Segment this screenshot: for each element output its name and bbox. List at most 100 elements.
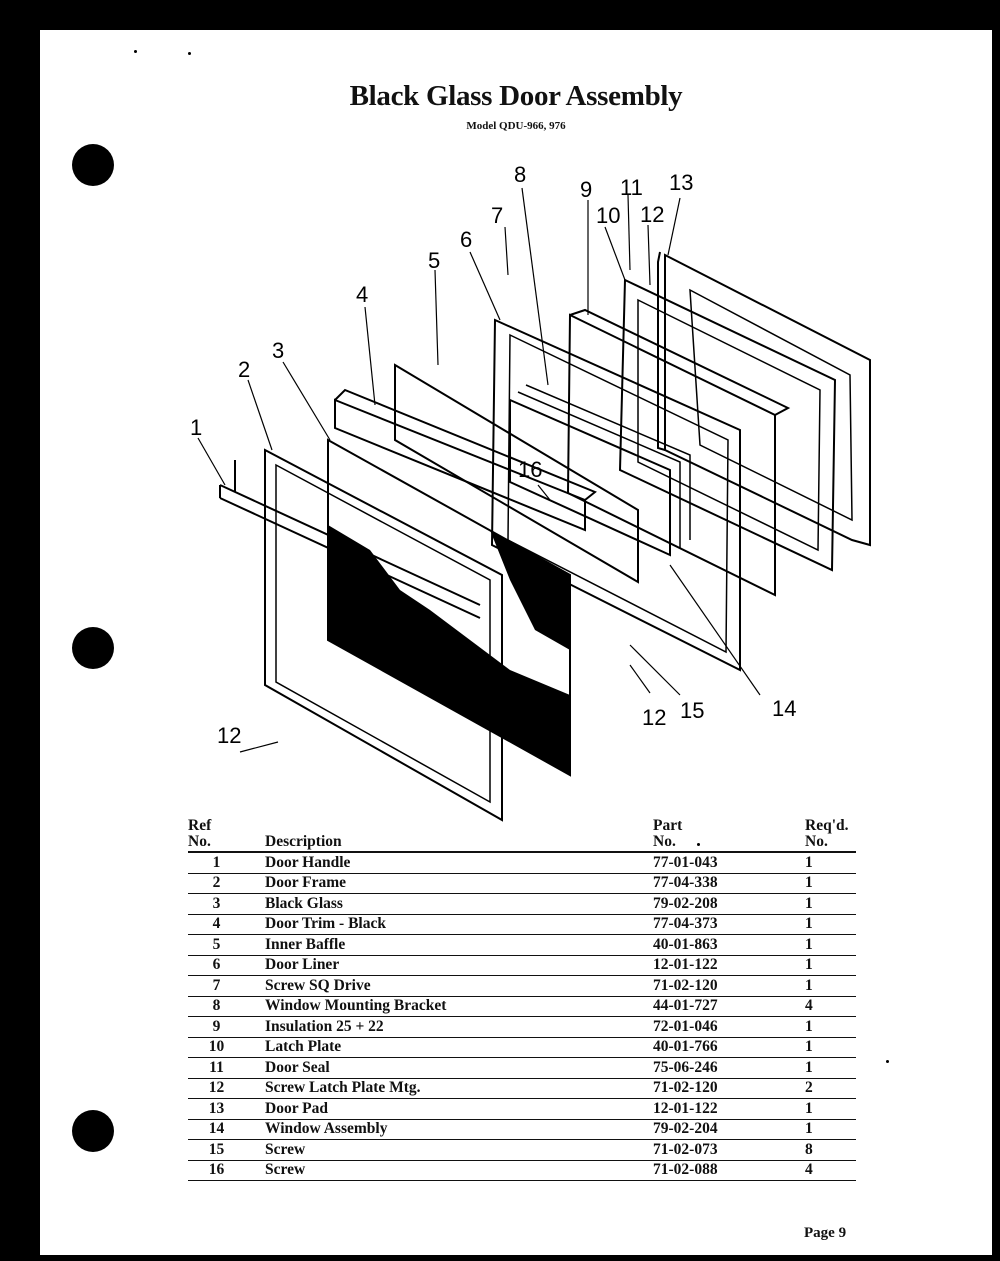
door-liner-part xyxy=(490,318,741,672)
reqd-no-cell: 1 xyxy=(805,975,856,997)
reqd-no-cell: 1 xyxy=(805,1037,856,1058)
part-no-cell: 77-04-373 xyxy=(653,914,805,935)
inner-baffle-part xyxy=(394,363,639,584)
ref-no-cell: 10 xyxy=(188,1037,265,1058)
callout-label: 14 xyxy=(772,696,796,721)
reqd-no-cell: 1 xyxy=(805,1098,856,1120)
ref-no-cell: 13 xyxy=(188,1098,265,1120)
ref-no-cell: 14 xyxy=(188,1119,265,1140)
description-cell: Window Mounting Bracket xyxy=(265,996,653,1017)
callout-label: 3 xyxy=(272,338,284,363)
reqd-no-cell: 1 xyxy=(805,934,856,956)
callout-label: 12 xyxy=(642,705,666,730)
insulation-part xyxy=(566,308,791,597)
description-cell: Screw xyxy=(265,1160,653,1181)
ref-no-cell: 5 xyxy=(188,934,265,956)
callout-label: 13 xyxy=(669,170,693,195)
exploded-view-diagram: 1 2 3 4 5 6 7 8 9 10 11 12 13 14 15 16 1… xyxy=(190,162,871,822)
door-trim-part xyxy=(334,388,597,532)
part-no-cell: 71-02-120 xyxy=(653,1078,805,1099)
callout-label: 12 xyxy=(217,723,241,748)
description-cell: Inner Baffle xyxy=(265,934,653,956)
description-cell: Screw Latch Plate Mtg. xyxy=(265,1078,653,1099)
window-assembly-part xyxy=(509,384,691,557)
part-no-cell: 40-01-766 xyxy=(653,1037,805,1058)
part-no-cell: 77-01-043 xyxy=(653,852,805,874)
binder-hole xyxy=(72,627,114,669)
callout-labels: 1 2 3 4 5 6 7 8 9 10 11 12 13 14 15 16 1… xyxy=(190,162,796,748)
page-number: Page 9 xyxy=(804,1225,847,1241)
callout-label: 9 xyxy=(580,177,592,202)
model-subtitle: Model QDU-966, 976 xyxy=(466,120,566,132)
reqd-no-cell: 1 xyxy=(805,1016,856,1038)
door-handle-part xyxy=(219,460,481,619)
door-seal-part xyxy=(618,278,837,572)
reqd-no-cell: 1 xyxy=(805,1119,856,1140)
description-cell: Screw xyxy=(265,1139,653,1161)
part-no-cell: 77-04-338 xyxy=(653,873,805,894)
page-title: Black Glass Door Assembly xyxy=(349,80,683,112)
description-cell: Screw SQ Drive xyxy=(265,975,653,997)
ref-no-cell: 15 xyxy=(188,1139,265,1161)
ref-no-cell: 1 xyxy=(188,852,265,874)
ref-no-cell: 7 xyxy=(188,975,265,997)
callout-label: 7 xyxy=(491,203,503,228)
part-no-cell: 71-02-088 xyxy=(653,1160,805,1181)
door-pad-part xyxy=(657,251,871,547)
part-no-cell: 44-01-727 xyxy=(653,996,805,1017)
ref-no-cell: 12 xyxy=(188,1078,265,1099)
callout-label: 16 xyxy=(518,457,542,482)
description-cell: Door Liner xyxy=(265,955,653,976)
reqd-no-cell: 2 xyxy=(805,1078,856,1099)
callout-label: 15 xyxy=(680,698,704,723)
part-no-cell: 71-02-120 xyxy=(653,975,805,997)
part-no-cell: 79-02-208 xyxy=(653,893,805,915)
reqd-no-header: Req'd.No. xyxy=(805,818,856,853)
reqd-no-cell: 1 xyxy=(805,873,856,894)
callout-label: 6 xyxy=(460,227,472,252)
part-no-cell: 12-01-122 xyxy=(653,1098,805,1120)
description-cell: Window Assembly xyxy=(265,1119,653,1140)
binder-hole xyxy=(72,144,114,186)
callout-label: 1 xyxy=(190,415,202,440)
catalog-page: Black Glass Door Assembly Model QDU-966,… xyxy=(40,30,992,1255)
callout-label: 4 xyxy=(356,282,368,307)
description-cell: Door Trim - Black xyxy=(265,914,653,935)
reqd-no-cell: 4 xyxy=(805,1160,856,1181)
part-no-cell: 75-06-246 xyxy=(653,1057,805,1079)
ref-no-cell: 2 xyxy=(188,873,265,894)
callout-label: 11 xyxy=(620,175,643,200)
callout-label: 2 xyxy=(238,357,250,382)
callout-label: 5 xyxy=(428,248,440,273)
part-no-cell: 71-02-073 xyxy=(653,1139,805,1161)
ref-no-cell: 4 xyxy=(188,914,265,935)
callout-label: 12 xyxy=(640,202,664,227)
description-cell: Door Frame xyxy=(265,873,653,894)
ref-no-cell: 3 xyxy=(188,893,265,915)
description-cell: Black Glass xyxy=(265,893,653,915)
ref-no-cell: 16 xyxy=(188,1160,265,1181)
ref-no-cell: 11 xyxy=(188,1057,265,1079)
part-no-cell: 40-01-863 xyxy=(653,934,805,956)
reqd-no-cell: 1 xyxy=(805,893,856,915)
ref-no-cell: 8 xyxy=(188,996,265,1017)
description-cell: Door Seal xyxy=(265,1057,653,1079)
